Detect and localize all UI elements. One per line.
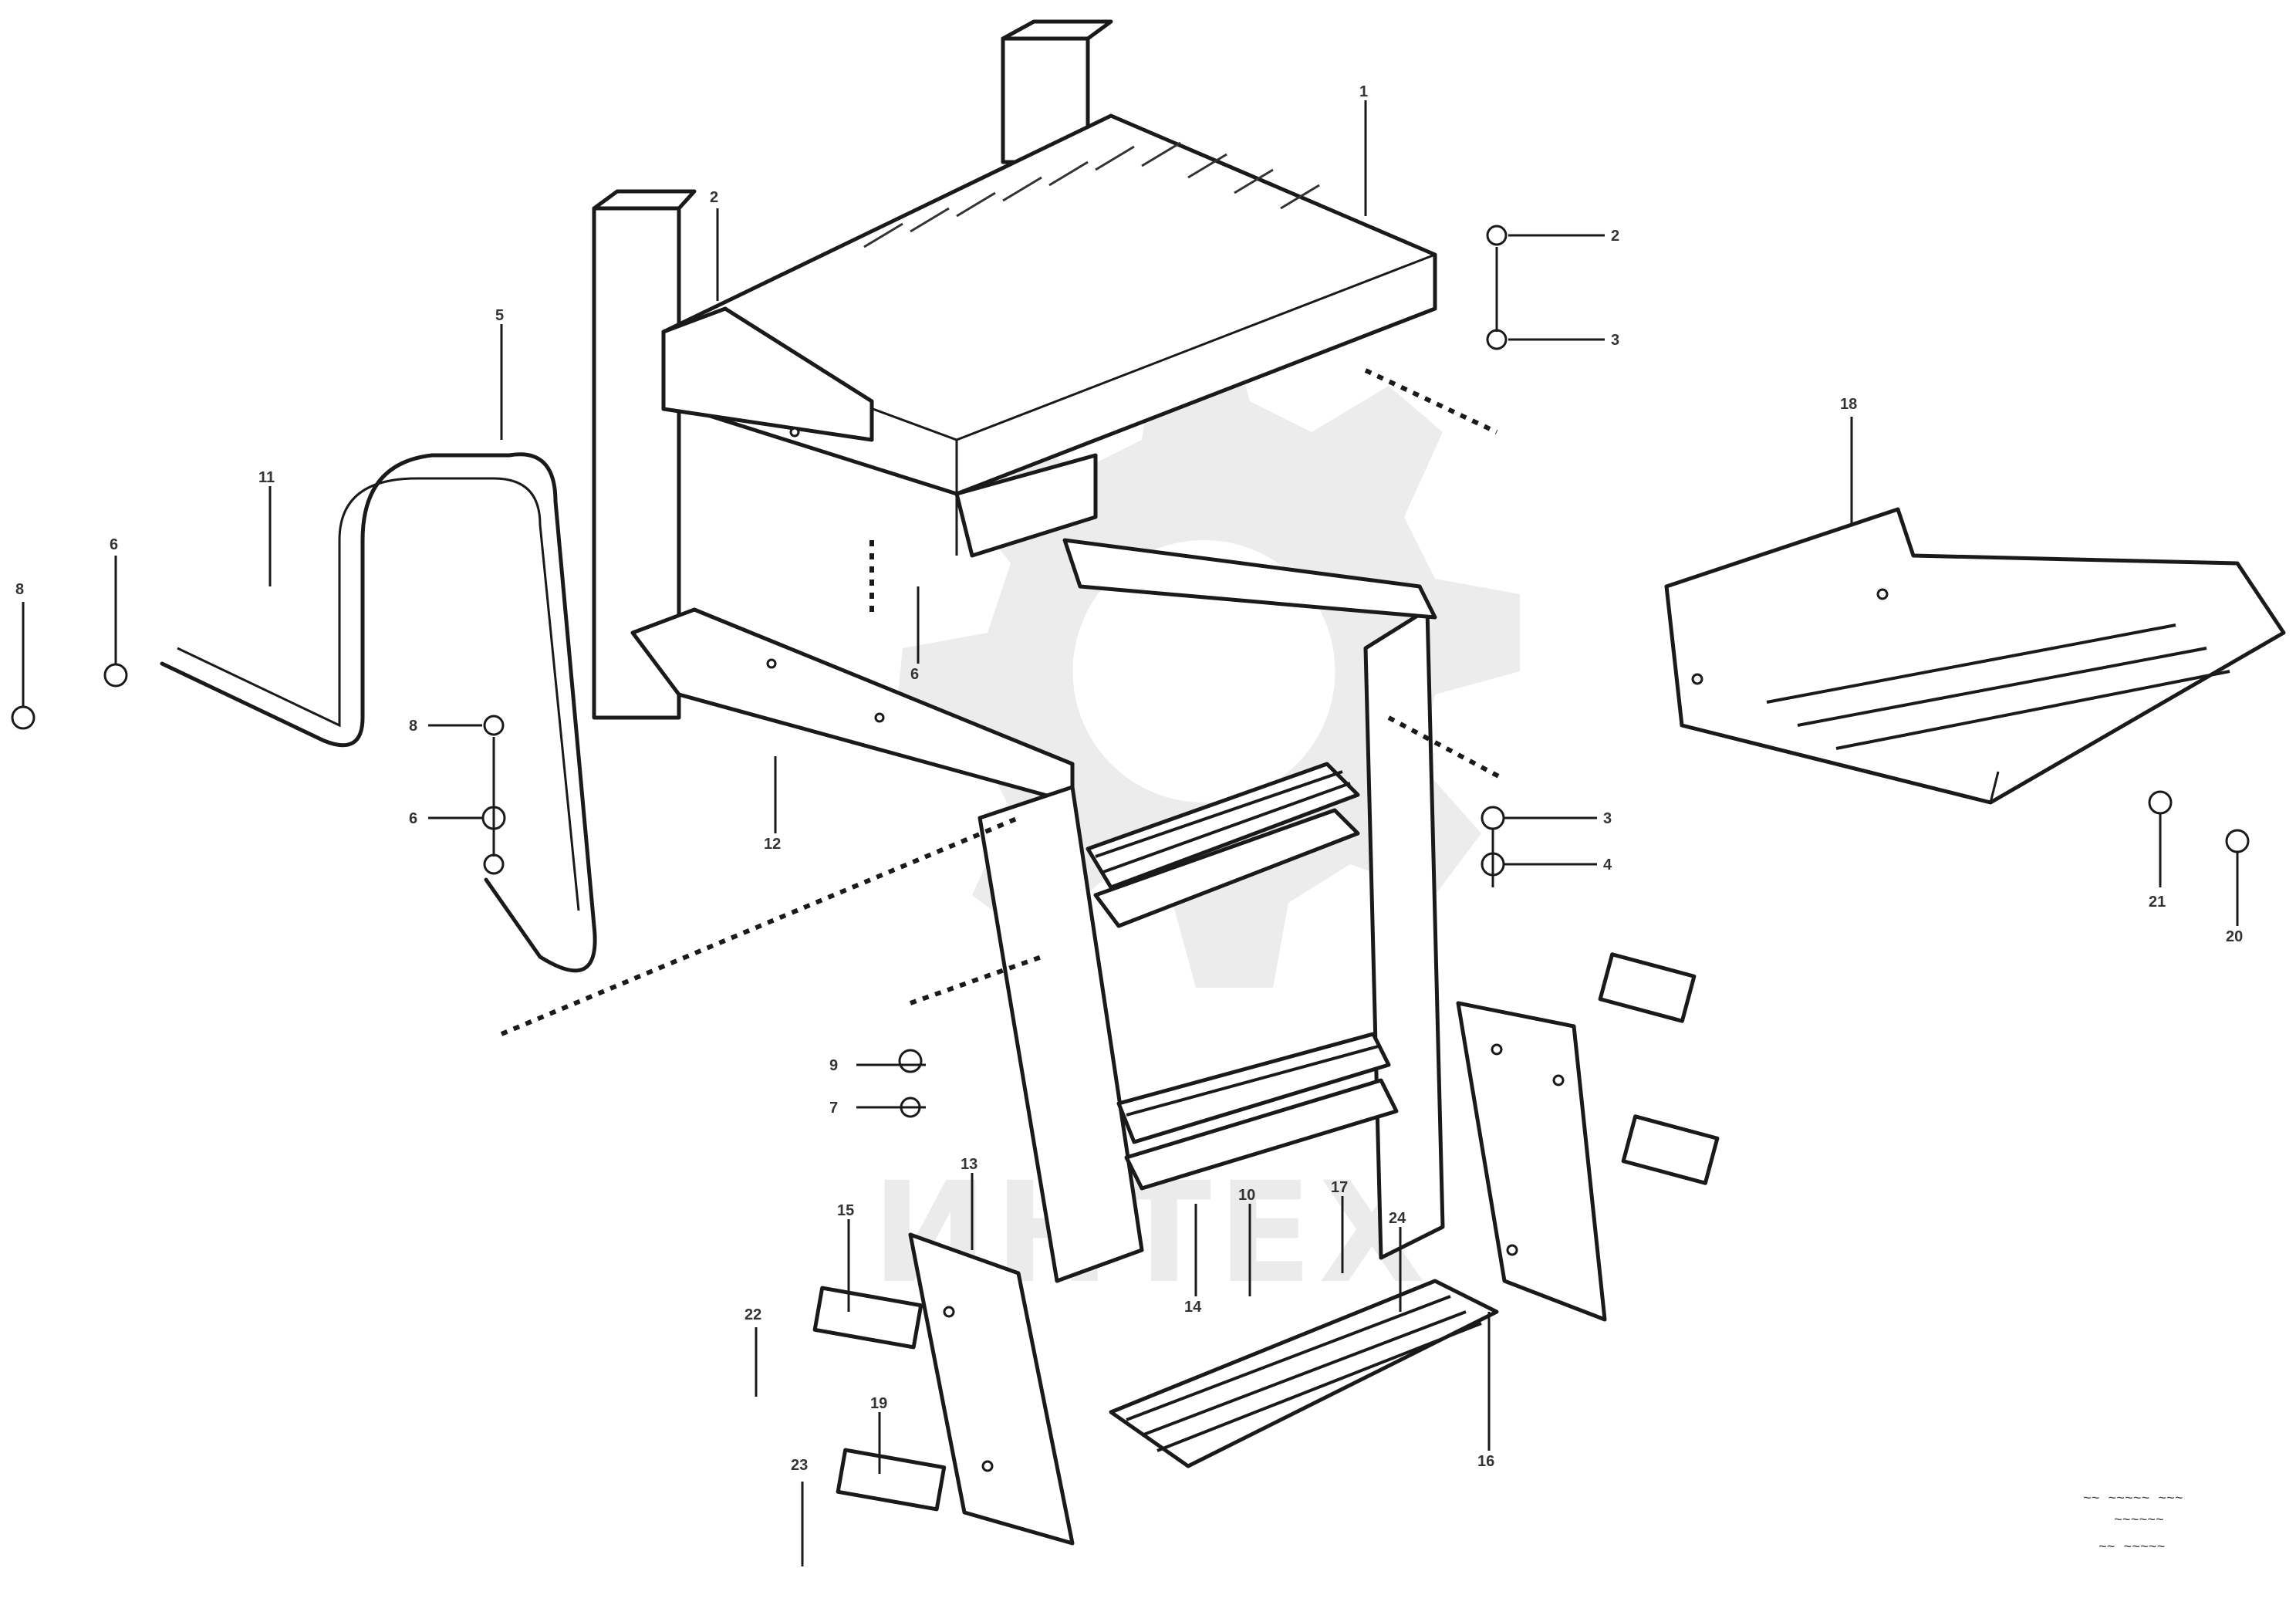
fastener-center (898, 1049, 923, 1118)
callout-6a: 6 (110, 536, 118, 553)
callout-6c: 6 (910, 666, 919, 683)
callout-1: 1 (1359, 83, 1368, 100)
callout-2a: 2 (1611, 228, 1619, 245)
upper-bracket (661, 306, 874, 442)
callout-21: 21 (2149, 894, 2166, 911)
callout-22: 22 (745, 1306, 761, 1323)
fastener-top-right (1486, 225, 1508, 350)
ladder-step-lower (1109, 1279, 1499, 1468)
callout-8a: 8 (15, 581, 24, 598)
callout-14: 14 (1184, 1299, 1202, 1316)
reference-line-1: ~~ ~~~~~ ~~~ (2083, 1492, 2183, 1507)
side-plate-lower (908, 1232, 1075, 1546)
front-post (592, 189, 697, 720)
callout-6b: 6 (409, 810, 417, 827)
ladder-step-middle (1116, 1032, 1399, 1191)
callout-18: 18 (1840, 396, 1857, 413)
callout-8b: 8 (409, 718, 417, 735)
callout-3b: 3 (1603, 810, 1612, 827)
handrail (160, 452, 597, 973)
callout-24: 24 (1389, 1210, 1406, 1227)
callout-15: 15 (837, 1202, 854, 1219)
fastener-mid-left (481, 715, 506, 875)
callout-7: 7 (829, 1100, 838, 1117)
clamp-lower-left-2 (836, 1448, 947, 1512)
lower-bracket (630, 607, 1075, 805)
callout-5: 5 (495, 307, 504, 324)
clamp-block-upper (1598, 952, 1697, 1023)
callout-9: 9 (829, 1057, 838, 1074)
callout-16: 16 (1477, 1453, 1494, 1470)
reference-line-3: ~~ ~~~~~ (2098, 1540, 2165, 1556)
fastener-left-end (11, 556, 128, 730)
callout-10: 10 (1238, 1187, 1255, 1204)
callout-19: 19 (870, 1395, 887, 1412)
reference-line-2: ~~~~~~ (2114, 1513, 2164, 1529)
ladder-step-upper (1086, 762, 1360, 928)
callout-20: 20 (2226, 928, 2243, 945)
reference-stamp: ~~ ~~~~~ ~~~ ~~~~~~ ~~ ~~~~~ (2083, 1492, 2183, 1556)
callout-4: 4 (1603, 857, 1612, 874)
callout-12: 12 (764, 836, 781, 853)
fastener-mid-right (1481, 806, 1505, 887)
clamp-block-lower (1621, 1114, 1720, 1185)
callout-13: 13 (961, 1156, 977, 1173)
callout-labels: 1 2 3 3 4 5 11 8 6 8 6 12 18 21 20 16 15… (15, 83, 2243, 1474)
assembly-lines (500, 368, 1506, 1036)
callout-leaders (268, 100, 2239, 1566)
side-platform (1664, 507, 2286, 805)
platform-hatching (863, 141, 1320, 248)
side-plate-right (1456, 1001, 1607, 1322)
callout-2b: 2 (710, 189, 718, 206)
fastener-side-platform (2148, 790, 2250, 853)
callout-3a: 3 (1611, 332, 1619, 349)
callout-23: 23 (791, 1457, 808, 1474)
clamp-lower-left-1 (812, 1286, 923, 1350)
callout-11: 11 (258, 469, 275, 486)
callout-17: 17 (1331, 1179, 1348, 1196)
